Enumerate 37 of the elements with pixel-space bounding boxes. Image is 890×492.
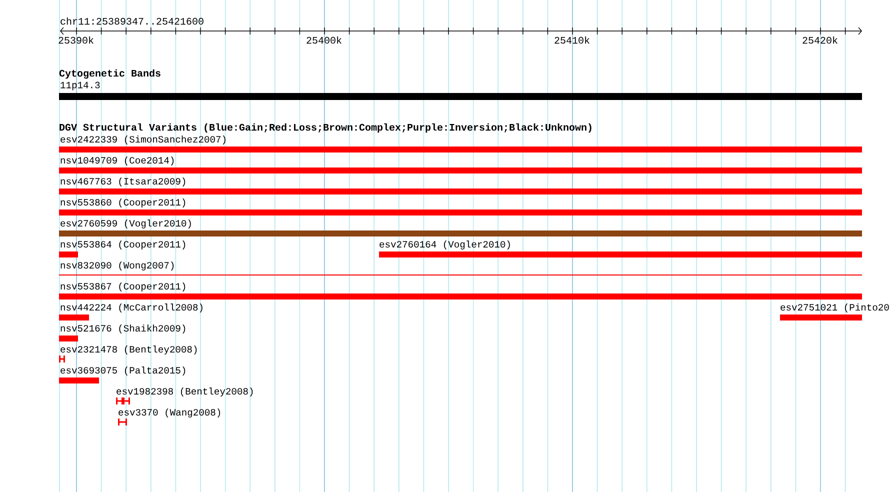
node-label: esv2760599 (Vogler2010): [60, 220, 191, 228]
variant-bar: nsv467763 (Itsara2009): [59, 178, 862, 194]
variant-bar: esv2422339 (SimonSanchez2007): [59, 136, 862, 152]
node-label: nsv442224 (McCarroll2008): [60, 304, 202, 312]
variant-bar: nsv1049709 (Coe2014): [59, 156, 862, 174]
node-label: esv2751021 (Pinto20: [780, 304, 889, 312]
variant-bar: esv3370 (Wang2008): [117, 408, 220, 426]
variant-bar: esv2751021 (Pinto20: [780, 304, 889, 320]
variant-bar: esv2760599 (Vogler2010): [59, 220, 862, 236]
cytoband-bar: 11p14.3: [59, 82, 862, 100]
tick-label: 25410k: [554, 36, 590, 44]
node-label: nsv553864 (Cooper2011): [60, 240, 186, 250]
tick-label: 25390k: [58, 36, 94, 44]
variant-bar: esv2760164 (Vogler2010): [379, 240, 862, 258]
track-heading: Cytogenetic Bands: [59, 69, 160, 79]
node-label: esv3693075 (Palta2015): [60, 366, 186, 376]
tick-label: 25400k: [306, 36, 342, 44]
node-label: esv2760164 (Vogler2010): [380, 240, 510, 250]
variant-bar: nsv521676 (Shaikh2009): [59, 324, 186, 342]
variant-bar: nsv553860 (Cooper2011): [59, 198, 862, 216]
tick-label: 25420k: [802, 36, 838, 44]
variant-bar: esv2321478 (Bentley2008): [58, 346, 197, 364]
track-heading: DGV Structural Variants (Blue:Gain;Red:Loss;Brown:Complex;Purple:Inversion;Black:Unknown): [60, 123, 592, 133]
variant-bar: nsv442224 (McCarroll2008): [59, 304, 202, 320]
node-label: nsv553860 (Cooper2011): [60, 198, 186, 208]
variant-bar: esv3693075 (Palta2015): [59, 366, 186, 384]
variant-bar: nsv553864 (Cooper2011): [59, 240, 186, 258]
node-label: nsv467763 (Itsara2009): [60, 178, 186, 186]
node-label: nsv521676 (Shaikh2009): [60, 324, 186, 334]
node-label: nsv553867 (Cooper2011): [60, 282, 186, 292]
node-label: esv2422339 (SimonSanchez2007): [60, 136, 226, 144]
variant-bar: nsv832090 (Wong2007): [58, 262, 863, 276]
chrom-label: chr11:25389347..25421600: [60, 17, 204, 25]
variant-bar: nsv553867 (Cooper2011): [59, 282, 862, 300]
node-label: nsv1049709 (Coe2014): [60, 156, 174, 166]
node-label: 11p14.3: [60, 82, 100, 90]
variant-bar: esv1982398 (Bentley2008): [115, 388, 253, 406]
